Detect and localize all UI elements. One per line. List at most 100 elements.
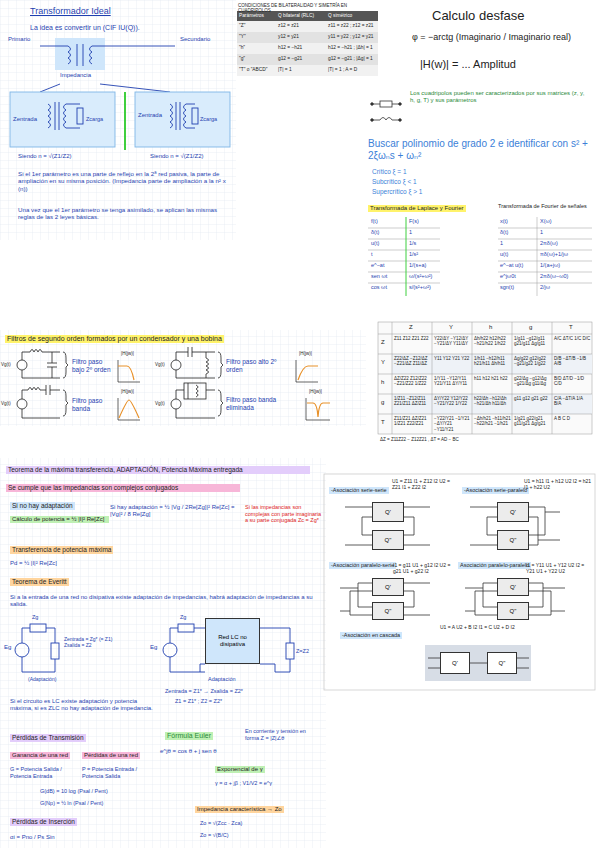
block-box: Q'' <box>497 602 529 620</box>
box-text: Q' <box>510 584 516 591</box>
note-text: 1/s <box>409 240 441 247</box>
box-text: Q'' <box>499 660 506 667</box>
note-text: Z <box>381 339 385 346</box>
note-text: Y <box>381 359 385 366</box>
note-text: h22/Δh −h12/Δh −h21/Δh h11/Δh <box>474 396 511 407</box>
note-text: h12 = −h21 ; |Δh| = 1 <box>328 45 376 51</box>
note-text: G = Potencia Salida / Potencia Entrada <box>10 766 78 779</box>
note-text: U1 = A U2 + B I2 I1 = C U2 + D I2 <box>440 624 530 630</box>
note-text: X(ω) <box>540 218 592 225</box>
note-text: Δg/g22 g12/g22 −g21/g22 1/g22 <box>514 356 551 367</box>
box-text: Q'' <box>510 608 517 615</box>
note-text: U1 = Z11 I1 + Z12 I2 U2 = Z21 I1 + Z22 I… <box>392 478 458 490</box>
transform-tables <box>368 217 592 296</box>
note-text: -Asociación serie-paralelo <box>462 487 529 494</box>
note-text: Crítico ξ = 1 <box>372 168 407 176</box>
box-text: Red LC no disipativa <box>208 634 257 648</box>
note-text: B/D ΔT/D −1/D C/D <box>554 376 591 387</box>
note-text: U1 = h11 I1 + h12 U2 I2 = h21 I1 + h22 U… <box>524 478 592 490</box>
block-box: Red LC no disipativa <box>205 618 260 664</box>
divider-line <box>124 92 126 150</box>
note-text: 1/(a+jω) <box>540 262 592 269</box>
note-text: Parámetros <box>239 13 277 19</box>
note-text: Vg(t) <box>155 401 165 406</box>
note-text: e^jω0t <box>500 273 536 280</box>
note-text: cos ωt <box>371 284 405 291</box>
note-text: P = Potencia Entrada / Potencia Salida <box>82 766 152 779</box>
note-text: 1/Z11 −Z12/Z11 Z21/Z11 ΔZ/Z11 <box>394 396 431 407</box>
note-text: Z <box>409 324 413 331</box>
note-text: ω/(s²+ω²) <box>409 273 441 280</box>
note-text: Zo = √(B/C) <box>200 832 229 839</box>
note-text: πδ(ω)+1/jω <box>540 251 592 258</box>
note-text: z12 = z21 <box>278 23 326 29</box>
note-text: u(t) <box>371 240 405 247</box>
note-text: Los cuadripolos pueden ser caracterizado… <box>410 90 590 104</box>
note-text: -Asociación paralelo-serie <box>329 562 396 569</box>
block-box: Q'' <box>497 530 529 550</box>
note-text: Teorema de la máxima transferencia, ADAP… <box>6 466 310 474</box>
note-text: Secundario <box>180 36 210 43</box>
note-text: "h" <box>239 45 277 51</box>
note-text: Pérdidas de Inserción <box>10 818 77 826</box>
note-text: Δh/h22 h12/h22 −h21/h22 1/h22 <box>474 336 511 347</box>
graph-paper <box>0 458 326 848</box>
panel-border <box>324 474 595 690</box>
note-text: La idea es convertir un (CIF IU(Q)). <box>30 24 220 32</box>
block-box: Q' <box>372 502 404 522</box>
note-text: Si el 1er parámetro es una parte de refl… <box>18 170 230 192</box>
note-text: 1 <box>540 229 592 236</box>
note-text: Se cumple que las impedancias son comple… <box>6 484 240 492</box>
note-text: αi = Pno / Ps Sin <box>10 834 55 841</box>
note-text: Asociación paralelo-paralelo <box>458 562 531 569</box>
circuit-icons <box>371 101 402 121</box>
note-text: Fórmula Euler <box>165 732 213 740</box>
note-text: e^−at <box>371 262 405 269</box>
note-text: 1/(s+a) <box>409 262 441 269</box>
note-text: g11 g12 g21 g22 <box>514 396 551 401</box>
note-text: h <box>489 324 492 331</box>
note-text: Q bilateral (RLC) <box>278 13 326 19</box>
note-text: 1/g21 g22/g21 g11/g21 Δg/g21 <box>514 416 551 427</box>
note-text: Si las impedancias son complejas con par… <box>245 504 323 524</box>
note-text: Siendo n = √(Z1/Z2) <box>150 153 203 160</box>
box-text: Q' <box>385 584 391 591</box>
note-text: Impedancia característica → Zo <box>195 806 284 813</box>
note-text: Transferencia de potencia máxima <box>10 546 113 554</box>
block-box: Q' <box>440 652 470 674</box>
note-text: Impedancia <box>60 72 91 79</box>
note-text: 1/Y11 −Y12/Y11 Y21/Y11 ΔY/Y11 <box>434 376 471 387</box>
note-text: δ(t) <box>371 229 405 236</box>
note-text: Z11 Z12 Z21 Z22 <box>394 336 431 341</box>
note-text: Filtros de segundo orden formados por un… <box>5 335 224 343</box>
note-text: 1/h11 −h12/h11 h21/h11 Δh/h11 <box>474 356 511 367</box>
note-text: Ganancia de una red <box>10 752 70 759</box>
note-text: CONDICIONES DE BILATERALIDAD Y SIMETRÍA … <box>238 3 378 14</box>
note-text: Pd = ½ |I|² Re[Zc] <box>10 560 57 567</box>
note-text: "T" o "ABCD" <box>239 67 277 73</box>
box-text: Q'' <box>385 608 392 615</box>
note-text: Teorema de Everitt <box>10 578 69 586</box>
transformer-symbol <box>10 38 230 147</box>
note-text: |T| = 1 <box>278 67 326 73</box>
note-text: g12 = −g21 <box>278 56 326 62</box>
note-text: Una vez que el 1er parámetro se tenga as… <box>18 206 230 221</box>
note-text: Vg(t) <box>155 362 165 367</box>
note-text: I1 = g11 U1 + g12 I2 U2 = g21 U1 + g22 I… <box>393 562 459 574</box>
note-text: t <box>371 251 405 258</box>
note-text: Transformada de Laplace y Fourier <box>368 205 466 212</box>
note-text: Y <box>449 324 453 331</box>
note-text: |H(jw)| <box>121 389 134 394</box>
note-text: Vg(t) <box>1 362 11 367</box>
note-text: Pérdidas de una red <box>82 752 140 759</box>
note-text: Buscar polinomio de grado 2 e identifica… <box>368 138 590 162</box>
note-text: g <box>381 399 384 406</box>
note-text: Si el circuito es LC existe adaptación y… <box>10 698 155 712</box>
note-text: Zcarga <box>200 116 217 123</box>
note-text: 2/jω <box>540 284 592 291</box>
note-text: Zo = √(Zcc · Zca) <box>200 820 242 827</box>
note-text: F(s) <box>409 218 441 225</box>
note-text: Vg(t) <box>1 401 11 406</box>
